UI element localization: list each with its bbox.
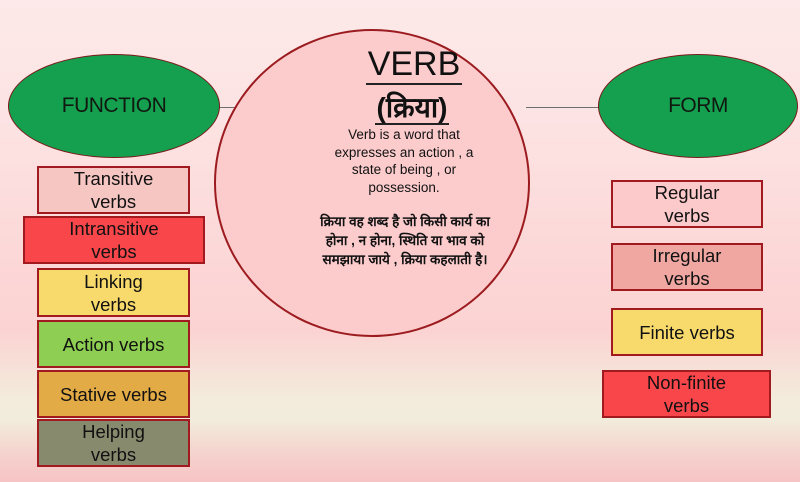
function-label: FUNCTION — [61, 94, 167, 117]
function-item-intransitive: Intransitive verbs — [23, 216, 205, 264]
function-item-helping: Helping verbs — [37, 419, 190, 467]
function-item-transitive: Transitive verbs — [37, 166, 190, 214]
verb-node — [214, 29, 530, 337]
connector-verb-form — [526, 107, 600, 108]
form-node: FORM — [598, 54, 798, 158]
function-item-linking: Linking verbs — [37, 268, 190, 317]
verb-title-hindi: (क्रिया) — [374, 92, 450, 125]
form-item-irregular: Irregular verbs — [611, 243, 763, 291]
form-item-non-finite: Non-finite verbs — [602, 370, 771, 418]
function-item-stative: Stative verbs — [37, 370, 190, 418]
verb-definition-english: Verb is a word that expresses an action … — [334, 127, 474, 195]
verb-definition-hindi: क्रिया वह शब्द है जो किसी कार्य का होना … — [320, 214, 490, 267]
form-label: FORM — [668, 94, 728, 117]
form-item-finite: Finite verbs — [611, 308, 763, 356]
verb-title: VERB — [365, 45, 463, 85]
function-node: FUNCTION — [8, 54, 220, 158]
function-item-action: Action verbs — [37, 320, 190, 368]
form-item-regular: Regular verbs — [611, 180, 763, 228]
